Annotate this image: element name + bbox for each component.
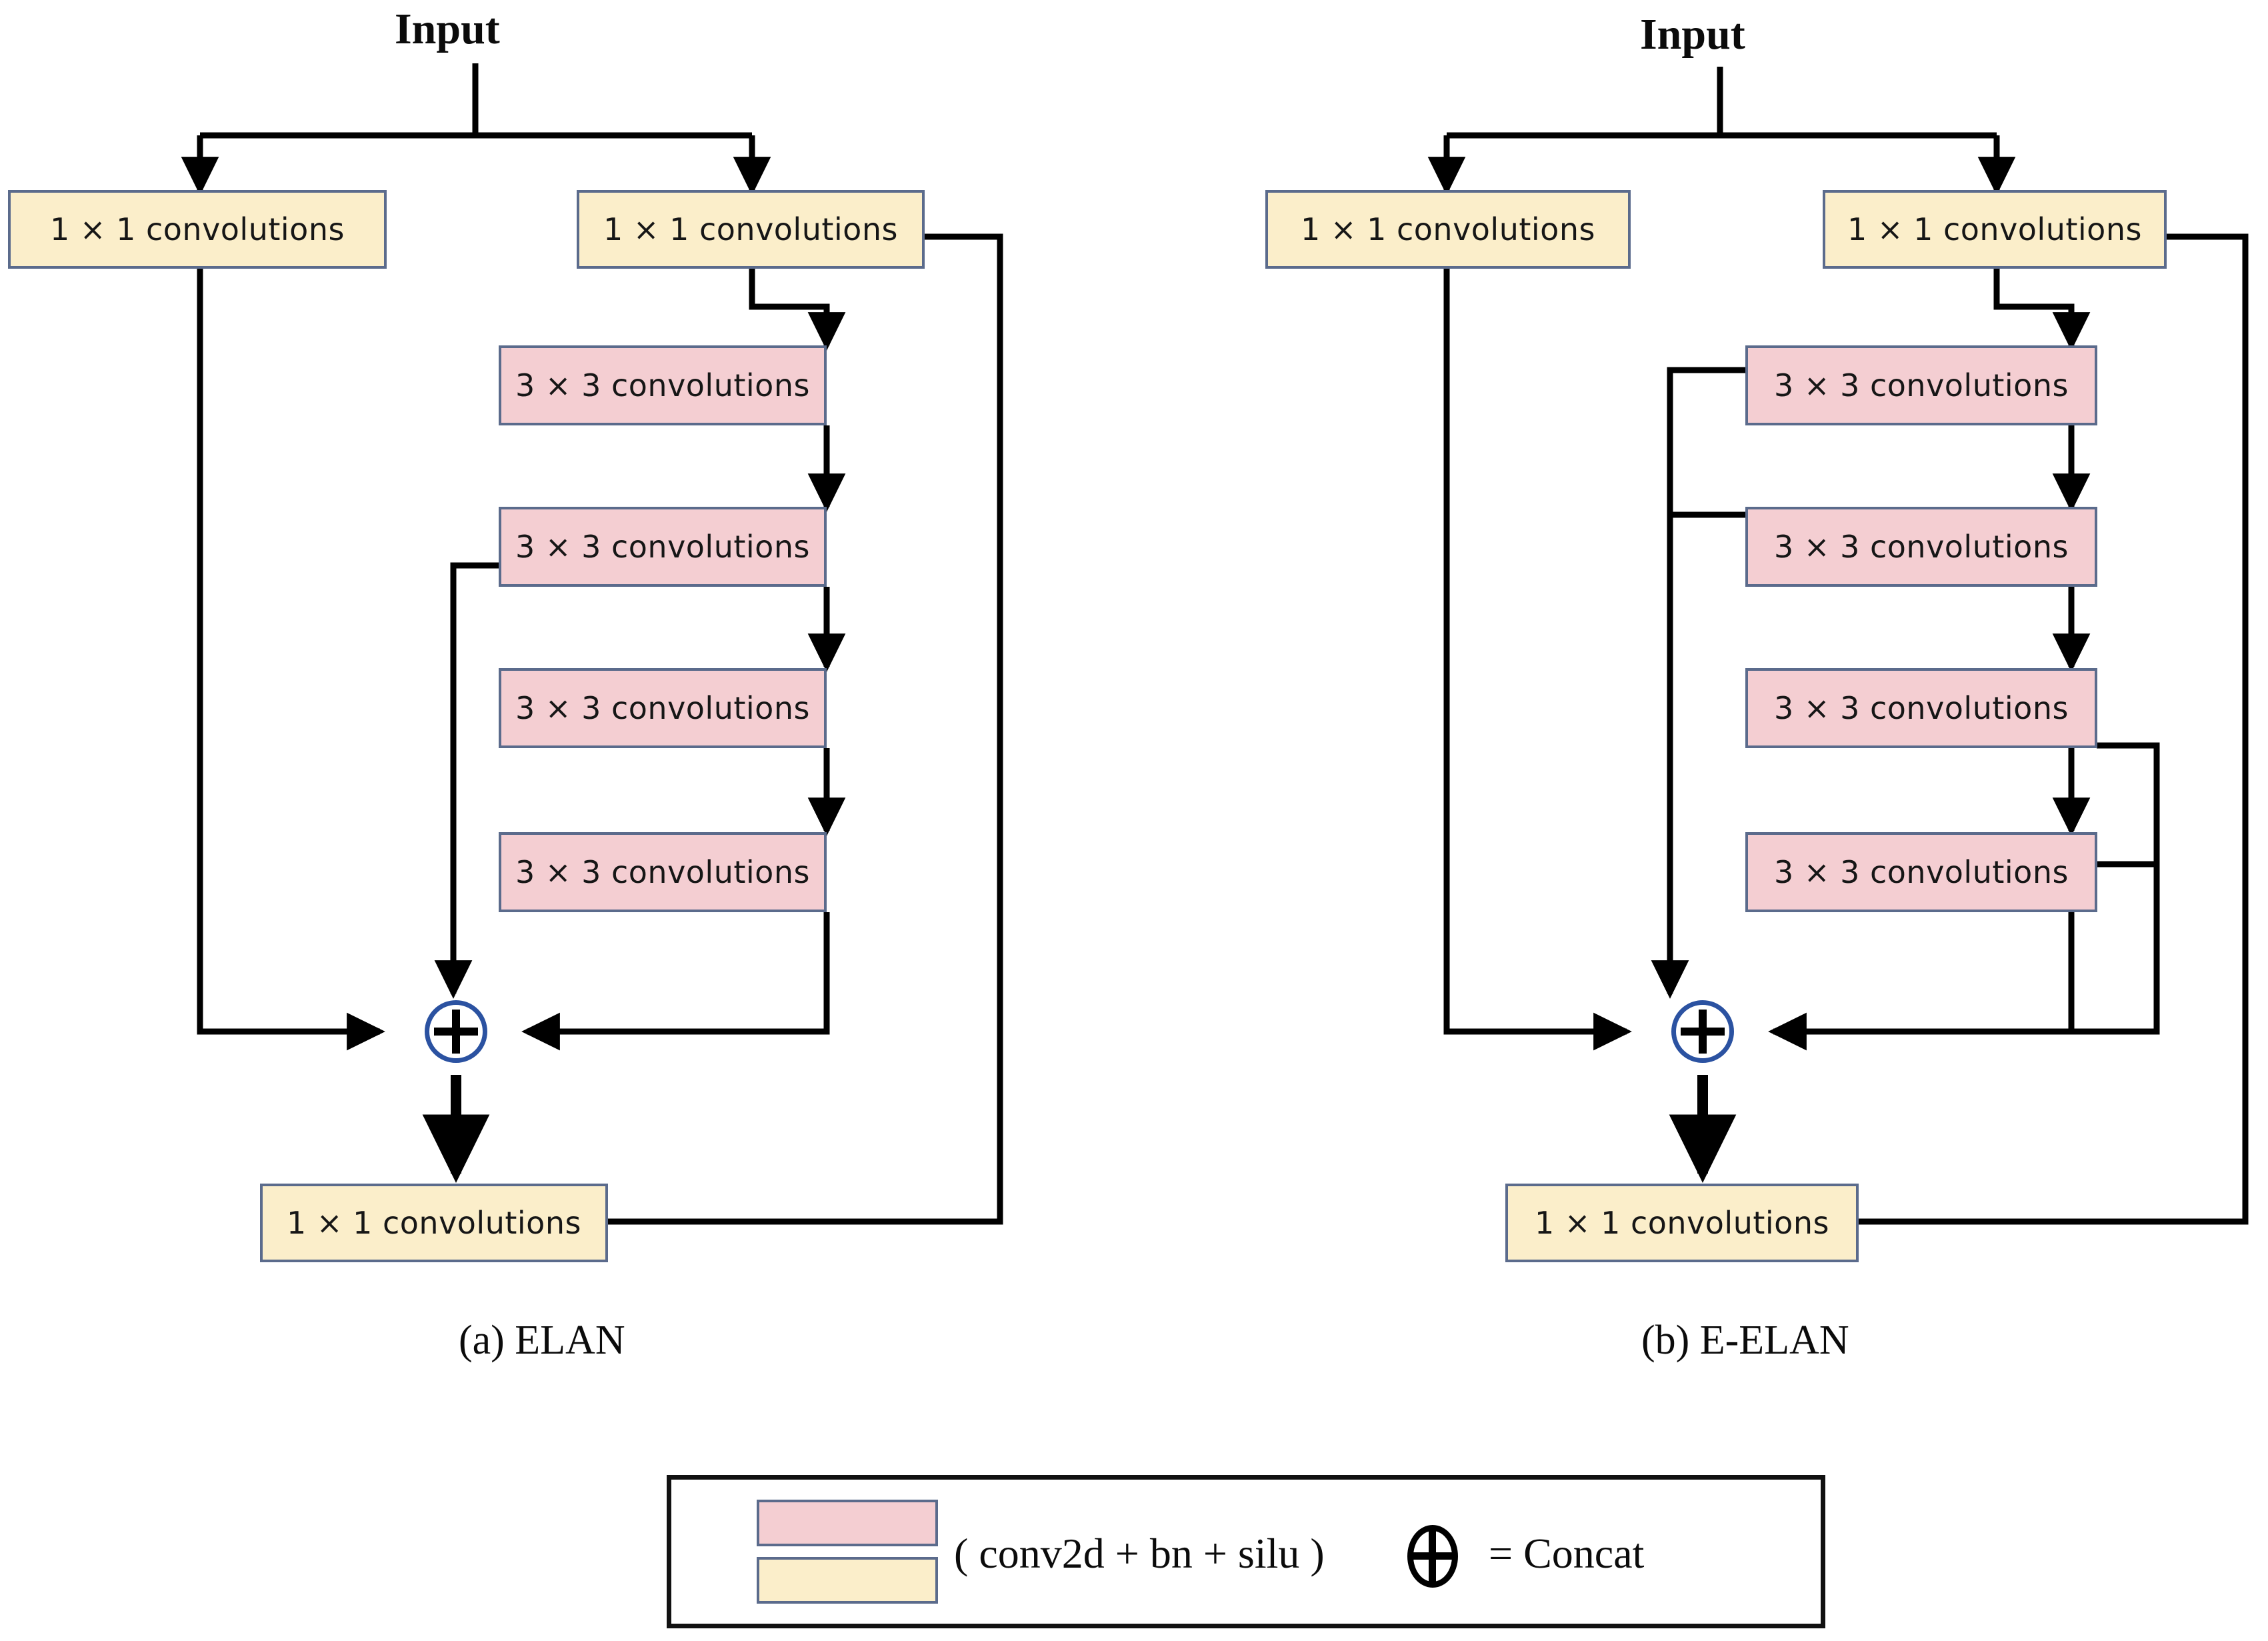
elan-input-label: Input [395, 5, 500, 53]
eelan-caption: (b) E-ELAN [1641, 1318, 1849, 1363]
eelan-conv3x3-1[interactable]: 3 × 3 convolutions [1745, 345, 2097, 425]
legend-swatch-1x1-conv [757, 1557, 938, 1604]
oplus-plus-vertical-icon [1429, 1530, 1436, 1582]
elan-conv3x3-1[interactable]: 3 × 3 convolutions [499, 345, 827, 425]
legend-swatch-3x3-conv [757, 1500, 938, 1546]
elan-left-skip-to-concat [197, 267, 385, 1051]
elan-output-conv1x1[interactable]: 1 × 1 convolutions [260, 1184, 608, 1262]
eelan-1x1-to-conv1 [1993, 267, 2091, 351]
legend-panel: ( conv2d + bn + silu ) = Concat [667, 1475, 1825, 1628]
legend-oplus-icon [1407, 1525, 1458, 1588]
elan-concat-node[interactable] [425, 1000, 487, 1063]
elan-conv2-tap-to-concat [434, 562, 650, 999]
eelan-conv1-tap-to-concat [1651, 367, 1747, 999]
elan-conv3x3-2[interactable]: 3 × 3 convolutions [499, 507, 827, 587]
oplus-circle-icon [1407, 1525, 1458, 1588]
concat-plus-vertical-icon [452, 1010, 460, 1054]
elan-conv3x3-4[interactable]: 3 × 3 convolutions [499, 832, 827, 912]
eelan-output-conv1x1[interactable]: 1 × 1 convolutions [1505, 1184, 1859, 1262]
eelan-conv3x3-4[interactable]: 3 × 3 convolutions [1745, 832, 2097, 912]
legend-concat-text: = Concat [1489, 1530, 1645, 1577]
legend-conv-text: ( conv2d + bn + silu ) [954, 1530, 1325, 1577]
eelan-conv3-tap-to-concat [1768, 742, 2160, 1051]
elan-conv4-to-concat [521, 912, 830, 1051]
eelan-left-skip-to-concat [1443, 267, 1632, 1051]
eelan-right-branch-conv1x1[interactable]: 1 × 1 convolutions [1823, 190, 2167, 269]
elan-1x1-to-conv1 [749, 267, 846, 351]
eelan-bypass-to-output [1638, 233, 2249, 1241]
eelan-conv3x3-2[interactable]: 3 × 3 convolutions [1745, 507, 2097, 587]
eelan-input-label: Input [1640, 10, 1745, 59]
elan-conv3x3-3[interactable]: 3 × 3 convolutions [499, 668, 827, 748]
eelan-left-branch-conv1x1[interactable]: 1 × 1 convolutions [1265, 190, 1631, 269]
eelan-concat-node[interactable] [1671, 1000, 1734, 1063]
elan-left-branch-conv1x1[interactable]: 1 × 1 convolutions [8, 190, 387, 269]
elan-caption: (a) ELAN [459, 1318, 625, 1363]
elan-bypass-to-output [395, 233, 1003, 1241]
elan-right-branch-conv1x1[interactable]: 1 × 1 convolutions [577, 190, 925, 269]
concat-plus-vertical-icon [1699, 1010, 1707, 1054]
eelan-conv3x3-3[interactable]: 3 × 3 convolutions [1745, 668, 2097, 748]
